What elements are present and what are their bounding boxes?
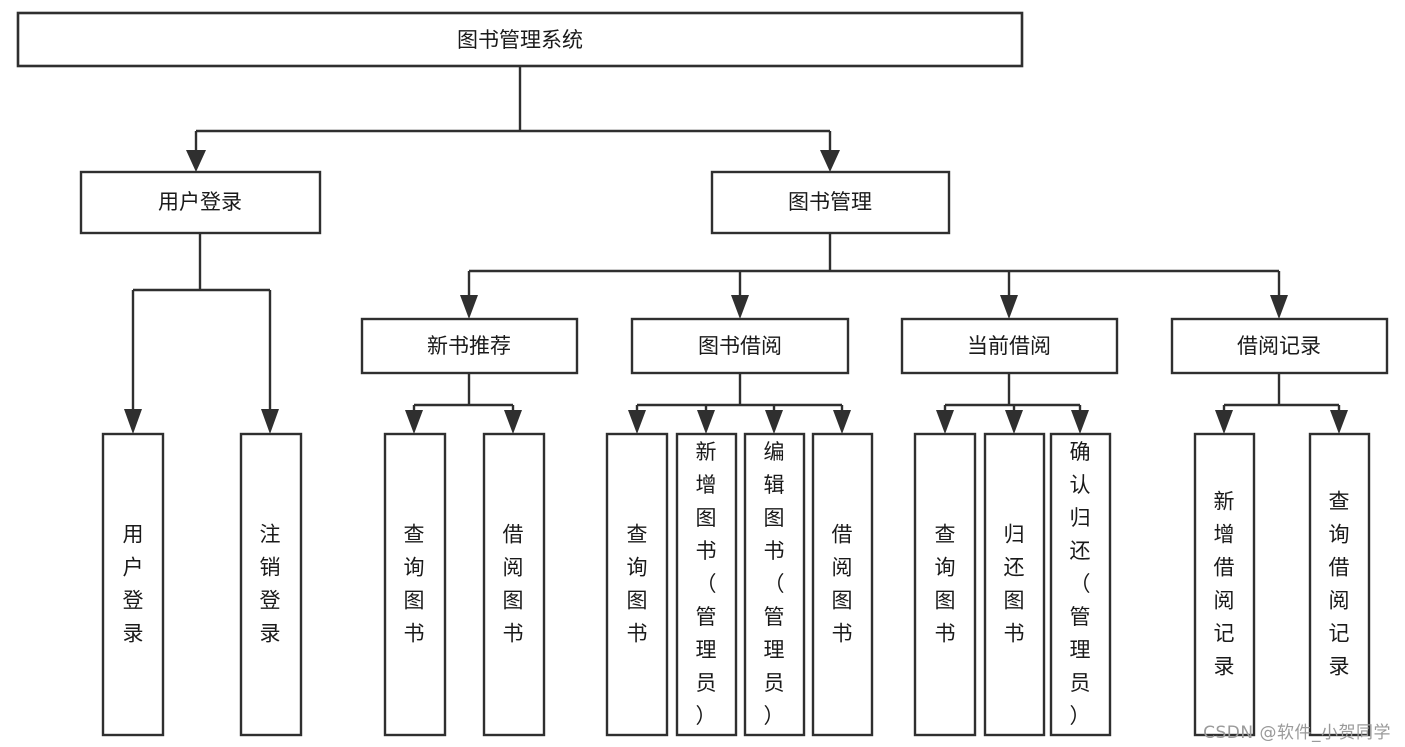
arrow-head-icon [186,150,206,172]
arrow-head-icon [697,410,715,434]
arrow-head-icon [504,410,522,434]
node-current-borrow-label: 当前借阅 [967,334,1051,358]
leaf-query-book-current-label: 查询图书 [935,523,956,646]
arrow-head-icon [731,295,749,319]
leaf-add-book-admin-label: 新增图书（管理员） [696,440,717,728]
leaf-edit-book-admin[interactable]: 编辑图书（管理员） [743,432,806,737]
leaf-query-book-current[interactable]: 查询图书 [913,432,977,737]
connector-layer [124,66,1348,434]
leaf-edit-book-admin-box[interactable] [743,432,806,737]
leaf-add-book-admin-box[interactable] [675,432,738,737]
leaf-user-login-label: 用户登录 [123,523,144,646]
node-new-book-recommend-label: 新书推荐 [427,334,511,358]
node-book-borrow-label: 图书借阅 [698,334,782,358]
leaf-borrow-book-newbook-label: 借阅图书 [503,523,524,646]
leaf-query-book-borrow[interactable]: 查询图书 [605,432,669,737]
leaf-user-login[interactable]: 用户登录 [101,432,165,737]
arrow-head-icon [1270,295,1288,319]
leaf-query-book-newbook[interactable]: 查询图书 [383,432,447,737]
leaf-borrow-book[interactable]: 借阅图书 [811,432,874,737]
leaf-query-book-borrow-label: 查询图书 [627,523,648,646]
arrow-head-icon [460,295,478,319]
node-book-borrow-box[interactable] [630,317,850,375]
leaf-logout[interactable]: 注销登录 [239,432,303,737]
arrow-head-icon [124,409,142,434]
node-book-management-label: 图书管理 [788,190,872,214]
leaf-add-book-admin[interactable]: 新增图书（管理员） [675,432,738,737]
node-user-login-box[interactable] [79,170,322,235]
arrow-head-icon [1330,410,1348,434]
node-current-borrow-box[interactable] [900,317,1119,375]
node-new-book-recommend[interactable]: 新书推荐 [360,317,579,375]
node-borrow-records-label: 借阅记录 [1237,334,1321,358]
node-root[interactable]: 图书管理系统 [16,11,1024,68]
node-book-management[interactable]: 图书管理 [710,170,951,235]
arrow-head-icon [405,410,423,434]
arrow-head-icon [936,410,954,434]
node-root-label: 图书管理系统 [457,28,583,52]
arrow-head-icon [833,410,851,434]
leaf-return-book-box[interactable] [983,432,1046,737]
leaf-confirm-return-admin-label: 确认归还（管理员） [1070,440,1091,728]
leaf-confirm-return-admin[interactable]: 确认归还（管理员） [1049,432,1112,737]
node-layer: 图书管理系统 用户登录 图书管理 新书推荐 图书借阅 当前 [16,11,1389,737]
node-book-borrow[interactable]: 图书借阅 [630,317,850,375]
arrow-head-icon [1215,410,1233,434]
leaf-add-borrow-record-box[interactable] [1193,432,1256,737]
arrow-head-icon [1071,410,1089,434]
leaf-borrow-book-newbook-box[interactable] [482,432,546,737]
node-root-box[interactable] [16,11,1024,68]
arrow-head-icon [1005,410,1023,434]
leaf-edit-book-admin-label: 编辑图书（管理员） [764,440,785,728]
leaf-confirm-return-admin-box[interactable] [1049,432,1112,737]
leaf-add-borrow-record-label: 新增借阅记录 [1214,490,1235,679]
leaf-logout-label: 注销登录 [260,523,281,646]
arrow-head-icon [820,150,840,172]
arrow-head-icon [765,410,783,434]
leaf-query-book-newbook-box[interactable] [383,432,447,737]
leaf-query-borrow-record-box[interactable] [1308,432,1371,737]
leaf-query-book-borrow-box[interactable] [605,432,669,737]
node-current-borrow[interactable]: 当前借阅 [900,317,1119,375]
leaf-query-borrow-record-label: 查询借阅记录 [1329,490,1350,679]
leaf-borrow-book-label: 借阅图书 [832,523,853,646]
leaf-query-book-newbook-label: 查询图书 [404,523,425,646]
leaf-return-book-label: 归还图书 [1004,523,1025,646]
leaf-add-borrow-record[interactable]: 新增借阅记录 [1193,432,1256,737]
leaf-return-book[interactable]: 归还图书 [983,432,1046,737]
node-book-management-box[interactable] [710,170,951,235]
node-user-login-label: 用户登录 [158,190,242,214]
arrow-head-icon [1000,295,1018,319]
node-user-login[interactable]: 用户登录 [79,170,322,235]
node-borrow-records[interactable]: 借阅记录 [1170,317,1389,375]
arrow-head-icon [261,409,279,434]
leaf-query-book-current-box[interactable] [913,432,977,737]
arrow-head-icon [628,410,646,434]
leaf-query-borrow-record[interactable]: 查询借阅记录 [1308,432,1371,737]
node-new-book-recommend-box[interactable] [360,317,579,375]
node-borrow-records-box[interactable] [1170,317,1389,375]
leaf-user-login-box[interactable] [101,432,165,737]
leaf-logout-box[interactable] [239,432,303,737]
leaf-borrow-book-box[interactable] [811,432,874,737]
leaf-borrow-book-newbook[interactable]: 借阅图书 [482,432,546,737]
